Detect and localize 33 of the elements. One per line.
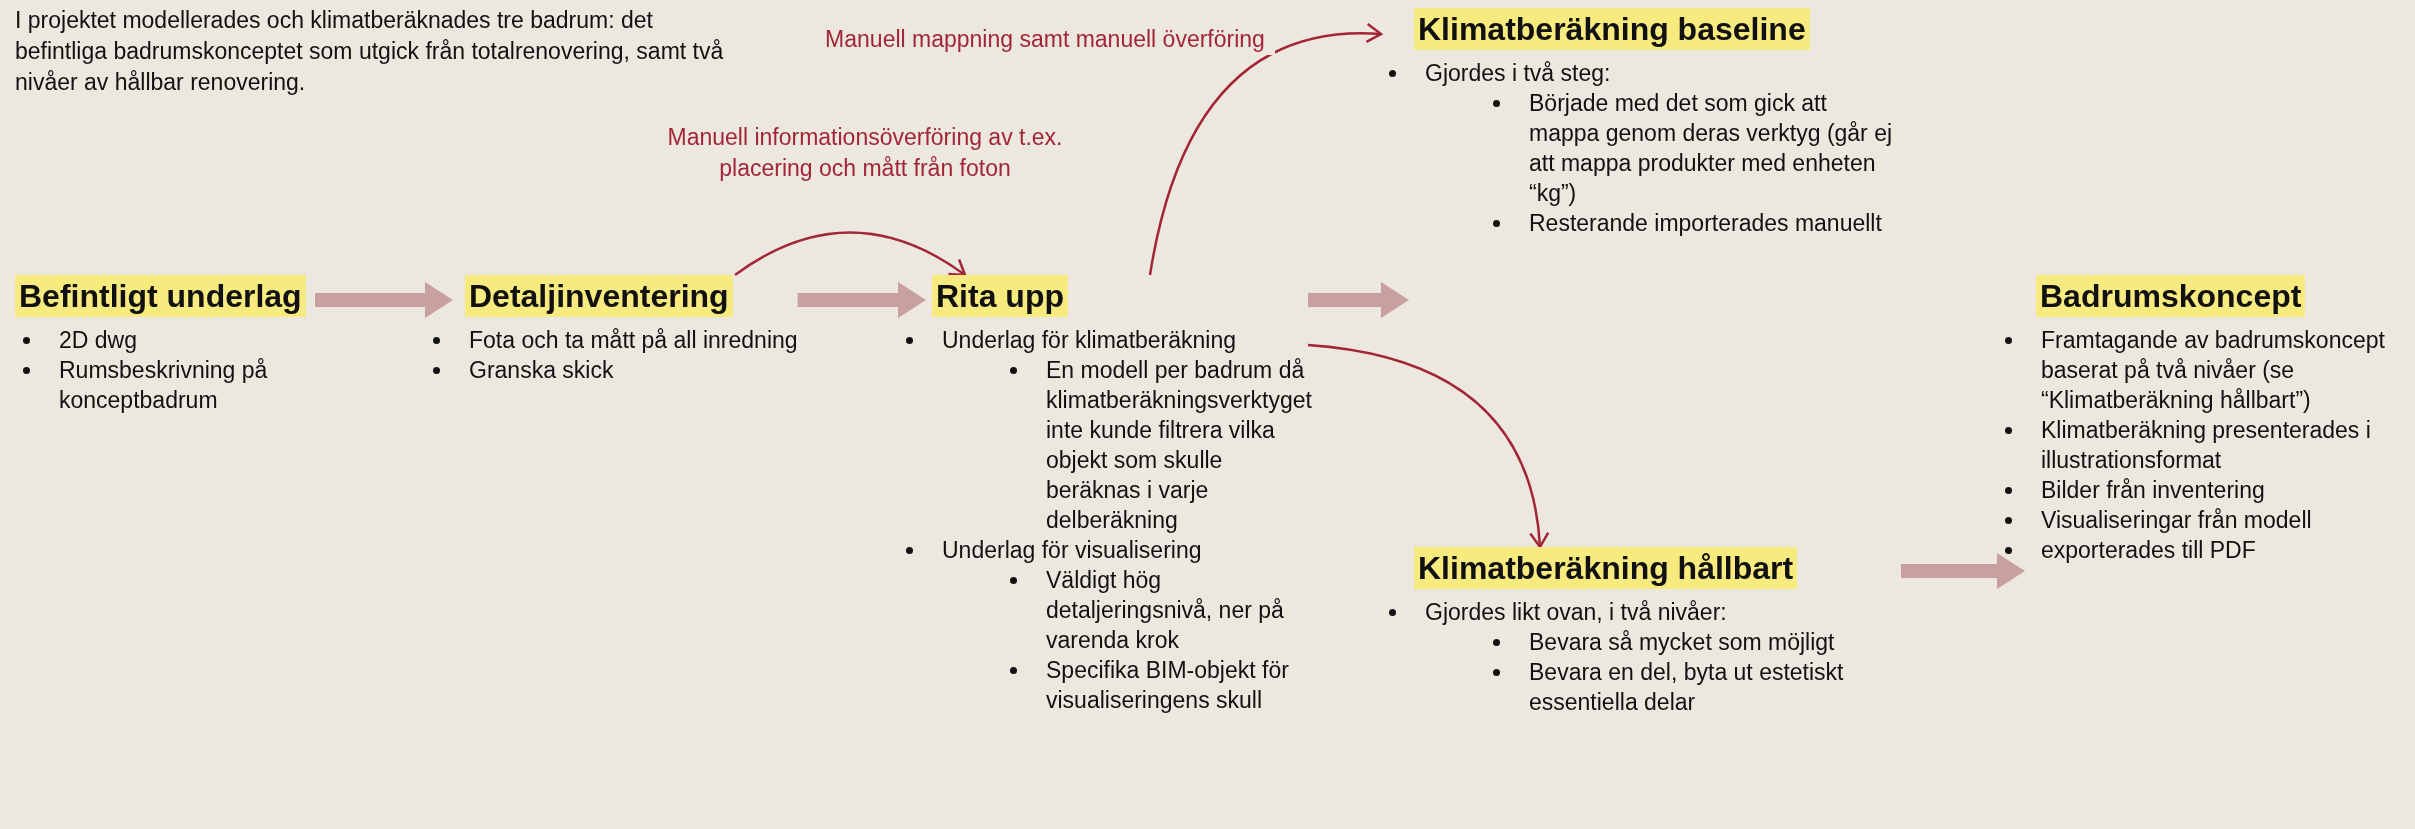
bullet-item: Underlag för visualisering: [898, 535, 1308, 565]
stage-heading: Klimatberäkning hållbart: [1414, 547, 1798, 589]
curved-arrow: [1148, 23, 1383, 276]
curved-arrow: [1307, 343, 1549, 549]
bullet-item: Underlag för klimatberäkning: [898, 325, 1308, 355]
bullet-item: Specifika BIM-objekt för visualiseringens skull: [898, 655, 1308, 715]
stage-heading: Klimatberäkning baseline: [1414, 8, 1810, 50]
stage-heading: Badrumskoncept: [2036, 275, 2306, 317]
bullet-item: Framtagande av badrumskoncept baserat på två nivåer (se “Klimatberäkning hållbart”): [1997, 325, 2407, 415]
block-arrow: [1308, 282, 1409, 318]
bullet-item: 2D dwg: [15, 325, 315, 355]
block-arrow: [1901, 553, 2025, 589]
stage-heading: Detaljinventering: [465, 275, 733, 317]
bullet-item: Bilder från inventering: [1997, 475, 2407, 505]
stage-heading: Befintligt underlag: [15, 275, 306, 317]
curved-arrow: [734, 231, 967, 277]
bullet-item: Fota och ta mått på all inredning: [425, 325, 798, 355]
bullet-item: Resterande importerades manuellt: [1381, 208, 1901, 238]
block-arrow: [315, 282, 453, 318]
bullet-item: Klimatberäkning presenterades i illustrationsformat: [1997, 415, 2407, 475]
bullet-item: Började med det som gick att mappa genom deras verktyg (går ej att mappa produkter med enheten “kg”): [1381, 88, 1901, 208]
intro-note: I projektet modellerades och klimatberäknades tre badrum: det befintliga badrumskonceptet som utgick från totalrenovering, samt två nivåer av hållbar renovering.: [15, 6, 725, 97]
bullet-item: Väldigt hög detaljeringsnivå, ner på varenda krok: [898, 565, 1308, 655]
block-arrow: [797, 282, 926, 318]
bullet-item: Rumsbeskrivning på konceptbadrum: [15, 355, 315, 415]
bullet-item: Gjordes i två steg:: [1381, 58, 1901, 88]
bullet-item: exporterades till PDF: [1997, 535, 2407, 565]
bullet-item: Visualiseringar från modell: [1997, 505, 2407, 535]
stage-heading: Rita upp: [932, 275, 1068, 317]
bullet-item: Bevara så mycket som möjligt: [1381, 627, 1901, 657]
bullet-item: Granska skick: [425, 355, 798, 385]
bullet-item: Bevara en del, byta ut estetiskt essentiella delar: [1381, 657, 1901, 717]
bullet-item: Gjordes likt ovan, i två nivåer:: [1381, 597, 1901, 627]
